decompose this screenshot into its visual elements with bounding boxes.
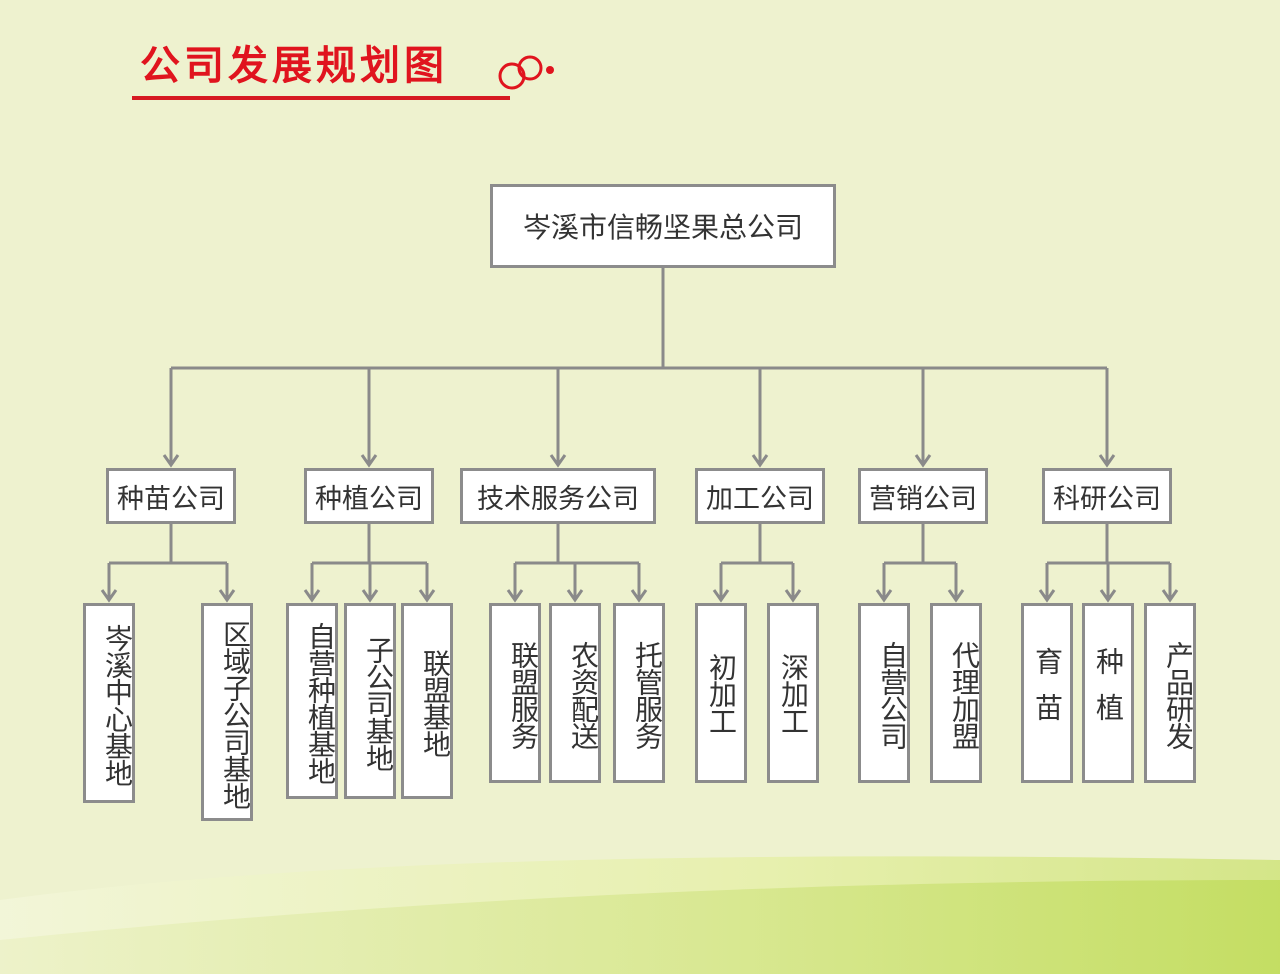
arrow-head xyxy=(360,454,378,468)
unit-box: 区域子公司基地 xyxy=(201,603,253,821)
unit-box: 自营种植基地 xyxy=(286,603,338,799)
unit-box: 联盟基地 xyxy=(401,603,453,799)
unit-box: 种植 xyxy=(1082,603,1134,783)
arrow-head xyxy=(566,589,584,603)
arrow-head xyxy=(100,589,118,603)
title-underline xyxy=(132,96,510,100)
arrow-head xyxy=(218,589,236,603)
root-company-box: 岑溪市信畅坚果总公司 xyxy=(490,184,836,268)
branch-box: 种植公司 xyxy=(304,468,434,524)
rings-logo xyxy=(498,55,554,90)
arrow-head xyxy=(549,454,567,468)
unit-box: 托管服务 xyxy=(613,603,665,783)
unit-box: 岑溪中心基地 xyxy=(83,603,135,803)
unit-box: 代理加盟 xyxy=(930,603,982,783)
arrow-head xyxy=(947,589,965,603)
branch-box: 科研公司 xyxy=(1042,468,1172,524)
branch-box: 营销公司 xyxy=(858,468,988,524)
arrow-head xyxy=(1161,589,1179,603)
arrow-head xyxy=(361,589,379,603)
arrow-head xyxy=(303,589,321,603)
arrow-head xyxy=(784,589,802,603)
arrow-head xyxy=(418,589,436,603)
arrow-head xyxy=(630,589,648,603)
unit-box: 产品研发 xyxy=(1144,603,1196,783)
page-title: 公司发展规划图 xyxy=(140,43,448,89)
arrow-head xyxy=(914,454,932,468)
unit-box: 深加工 xyxy=(767,603,819,783)
unit-box: 农资配送 xyxy=(549,603,601,783)
branch-box: 加工公司 xyxy=(695,468,825,524)
unit-box: 联盟服务 xyxy=(489,603,541,783)
arrow-head xyxy=(712,589,730,603)
arrow-head xyxy=(1098,454,1116,468)
branch-box: 种苗公司 xyxy=(106,468,236,524)
arrow-head xyxy=(506,589,524,603)
arrow-head xyxy=(751,454,769,468)
arrow-head xyxy=(875,589,893,603)
arrow-head xyxy=(1038,589,1056,603)
unit-box: 初加工 xyxy=(695,603,747,783)
arrow-head xyxy=(162,454,180,468)
unit-box: 自营公司 xyxy=(858,603,910,783)
unit-box: 育苗 xyxy=(1021,603,1073,783)
arrow-head xyxy=(1099,589,1117,603)
unit-box: 子公司基地 xyxy=(344,603,396,799)
branch-box: 技术服务公司 xyxy=(460,468,656,524)
